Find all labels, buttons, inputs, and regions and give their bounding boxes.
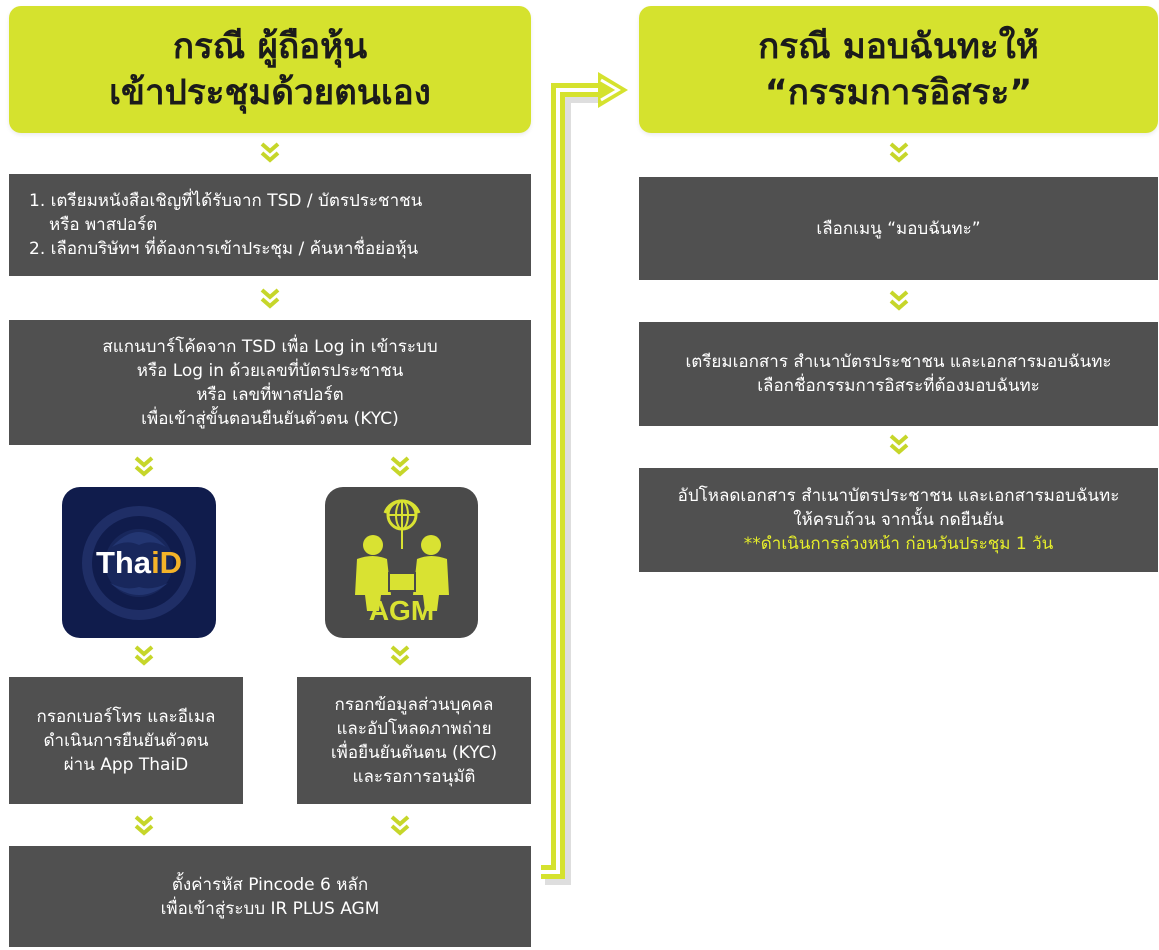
pincode-line2: เพื่อเข้าสู่ระบบ IR PLUS AGM	[160, 898, 380, 919]
upload-note: **ดำเนินการล่วงหน้า ก่อนวันประชุม 1 วัน	[743, 534, 1054, 554]
proxy-docs-line2: เลือกชื่อกรรมการอิสระที่ต้องมอบฉันทะ	[757, 376, 1040, 396]
right-header-line1: กรณี มอบฉันทะให้	[758, 26, 1039, 67]
step-prepare-documents: 1. เตรียมหนังสือเชิญที่ได้รับจาก TSD / บ…	[9, 174, 531, 276]
left-header: กรณี ผู้ถือหุ้น เข้าประชุมด้วยตนเอง	[9, 6, 531, 133]
proxy-menu-line1: เลือกเมนู “มอบฉันทะ”	[816, 218, 981, 239]
step-scan-line4: เพื่อเข้าสู่ขั้นตอนยืนยันตัวตน (KYC)	[141, 408, 399, 429]
step-scan-line2: หรือ Log in ด้วยเลขที่บัตรประชาชน	[136, 360, 404, 381]
double-chevron-down-icon	[390, 645, 410, 666]
pincode-line1: ตั้งค่ารหัส Pincode 6 หลัก	[171, 874, 369, 895]
double-chevron-down-icon	[134, 815, 154, 836]
thaid-label-part2: iD	[151, 544, 183, 580]
agm-app-icon: AGM	[325, 487, 478, 638]
right-header: กรณี มอบฉันทะให้ “กรรมการอิสระ”	[639, 6, 1158, 133]
agm-box-line3: เพื่อยืนยันตันตน (KYC)	[330, 742, 498, 763]
step-scan-barcode: สแกนบาร์โค้ดจาก TSD เพื่อ Log in เข้าระบ…	[9, 320, 531, 445]
step-set-pincode: ตั้งค่ารหัส Pincode 6 หลัก เพื่อเข้าสู่ร…	[9, 846, 531, 947]
step-prepare-proxy-documents: เตรียมเอกสาร สำเนาบัตรประชาชน และเอกสารม…	[639, 322, 1158, 426]
thaid-label-part1: Tha	[95, 544, 152, 580]
step-prepare-line3: 2. เลือกบริษัทฯ ที่ต้องการเข้าประชุม / ค…	[29, 239, 419, 259]
agm-label: AGM	[368, 595, 435, 626]
step-thaid-verify: กรอกเบอร์โทร และอีเมล ดำเนินการยืนยันตัว…	[9, 677, 243, 804]
thaid-box-line2: ดำเนินการยืนยันตัวตน	[43, 730, 209, 751]
double-chevron-down-icon	[889, 290, 909, 311]
step-scan-line3: หรือ เลขที่พาสปอร์ต	[196, 384, 344, 405]
upload-line1: อัปโหลดเอกสาร สำเนาบัตรประชาชน และเอกสาร…	[677, 486, 1120, 506]
upload-line2: ให้ครบถ้วน จากนั้น กดยืนยัน	[793, 510, 1004, 530]
right-header-line2: “กรรมการอิสระ”	[764, 72, 1033, 113]
step-select-proxy-menu: เลือกเมนู “มอบฉันทะ”	[639, 177, 1158, 280]
step-upload-proxy-documents: อัปโหลดเอกสาร สำเนาบัตรประชาชน และเอกสาร…	[639, 468, 1158, 572]
thaid-box-line1: กรอกเบอร์โทร และอีเมล	[36, 706, 216, 727]
thaid-box-line3: ผ่าน App ThaiD	[63, 754, 189, 775]
left-header-line2: เข้าประชุมด้วยตนเอง	[109, 72, 431, 113]
step-prepare-line2: หรือ พาสปอร์ต	[49, 215, 158, 235]
double-chevron-down-icon	[260, 288, 280, 309]
double-chevron-down-icon	[390, 456, 410, 477]
step-prepare-line1: 1. เตรียมหนังสือเชิญที่ได้รับจาก TSD / บ…	[29, 191, 423, 211]
left-header-line1: กรณี ผู้ถือหุ้น	[172, 26, 368, 67]
double-chevron-down-icon	[134, 645, 154, 666]
step-agm-kyc: กรอกข้อมูลส่วนบุคคล และอัปโหลดภาพถ่าย เพ…	[297, 677, 531, 804]
step-scan-line1: สแกนบาร์โค้ดจาก TSD เพื่อ Log in เข้าระบ…	[102, 336, 438, 357]
double-chevron-down-icon	[889, 142, 909, 163]
agm-box-line2: และอัปโหลดภาพถ่าย	[336, 718, 492, 739]
double-chevron-down-icon	[260, 142, 280, 163]
agm-box-line4: และรอการอนุมัติ	[352, 766, 476, 787]
proxy-docs-line1: เตรียมเอกสาร สำเนาบัตรประชาชน และเอกสารม…	[685, 352, 1112, 372]
agm-box-line1: กรอกข้อมูลส่วนบุคคล	[334, 694, 494, 715]
double-chevron-down-icon	[134, 456, 154, 477]
double-chevron-down-icon	[390, 815, 410, 836]
double-chevron-down-icon	[889, 434, 909, 455]
